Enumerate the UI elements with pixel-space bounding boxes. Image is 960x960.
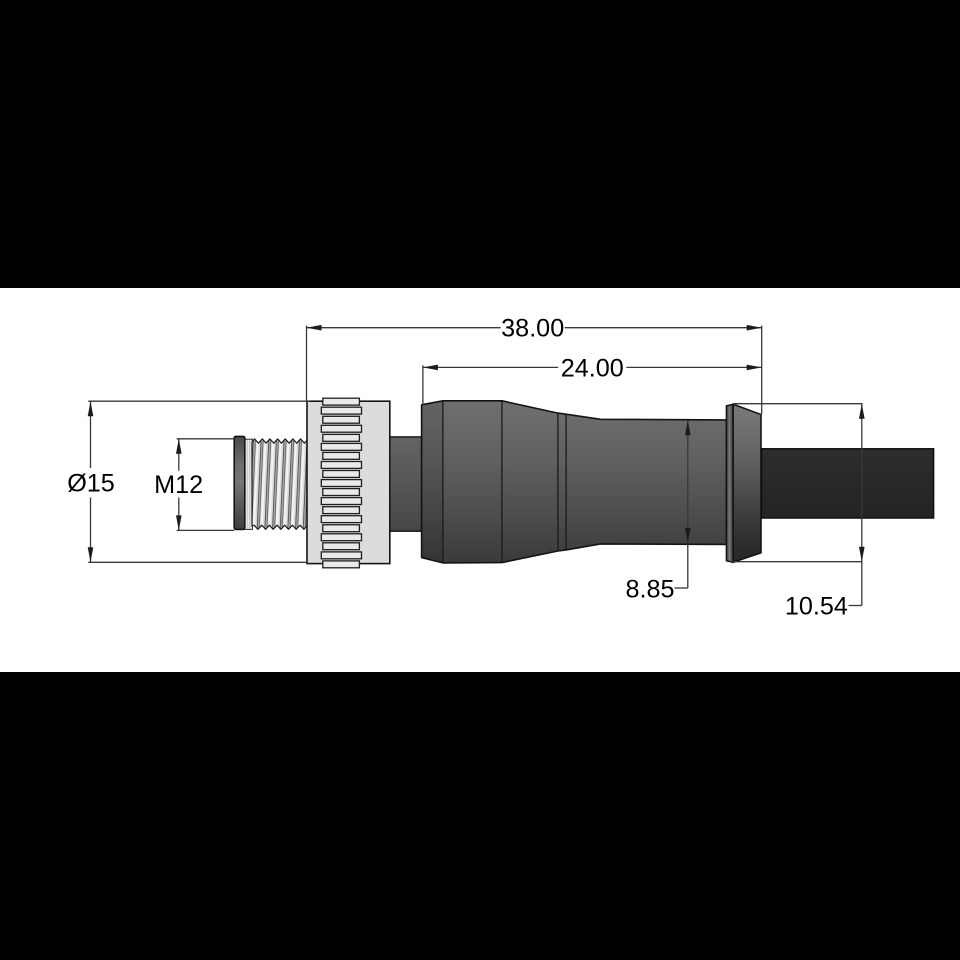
svg-text:24.00: 24.00 [561,354,624,382]
svg-text:M12: M12 [154,471,203,499]
svg-text:10.54: 10.54 [785,593,848,621]
svg-text:38.00: 38.00 [501,315,564,343]
svg-text:Ø15: Ø15 [67,469,115,497]
svg-text:8.85: 8.85 [625,575,674,603]
